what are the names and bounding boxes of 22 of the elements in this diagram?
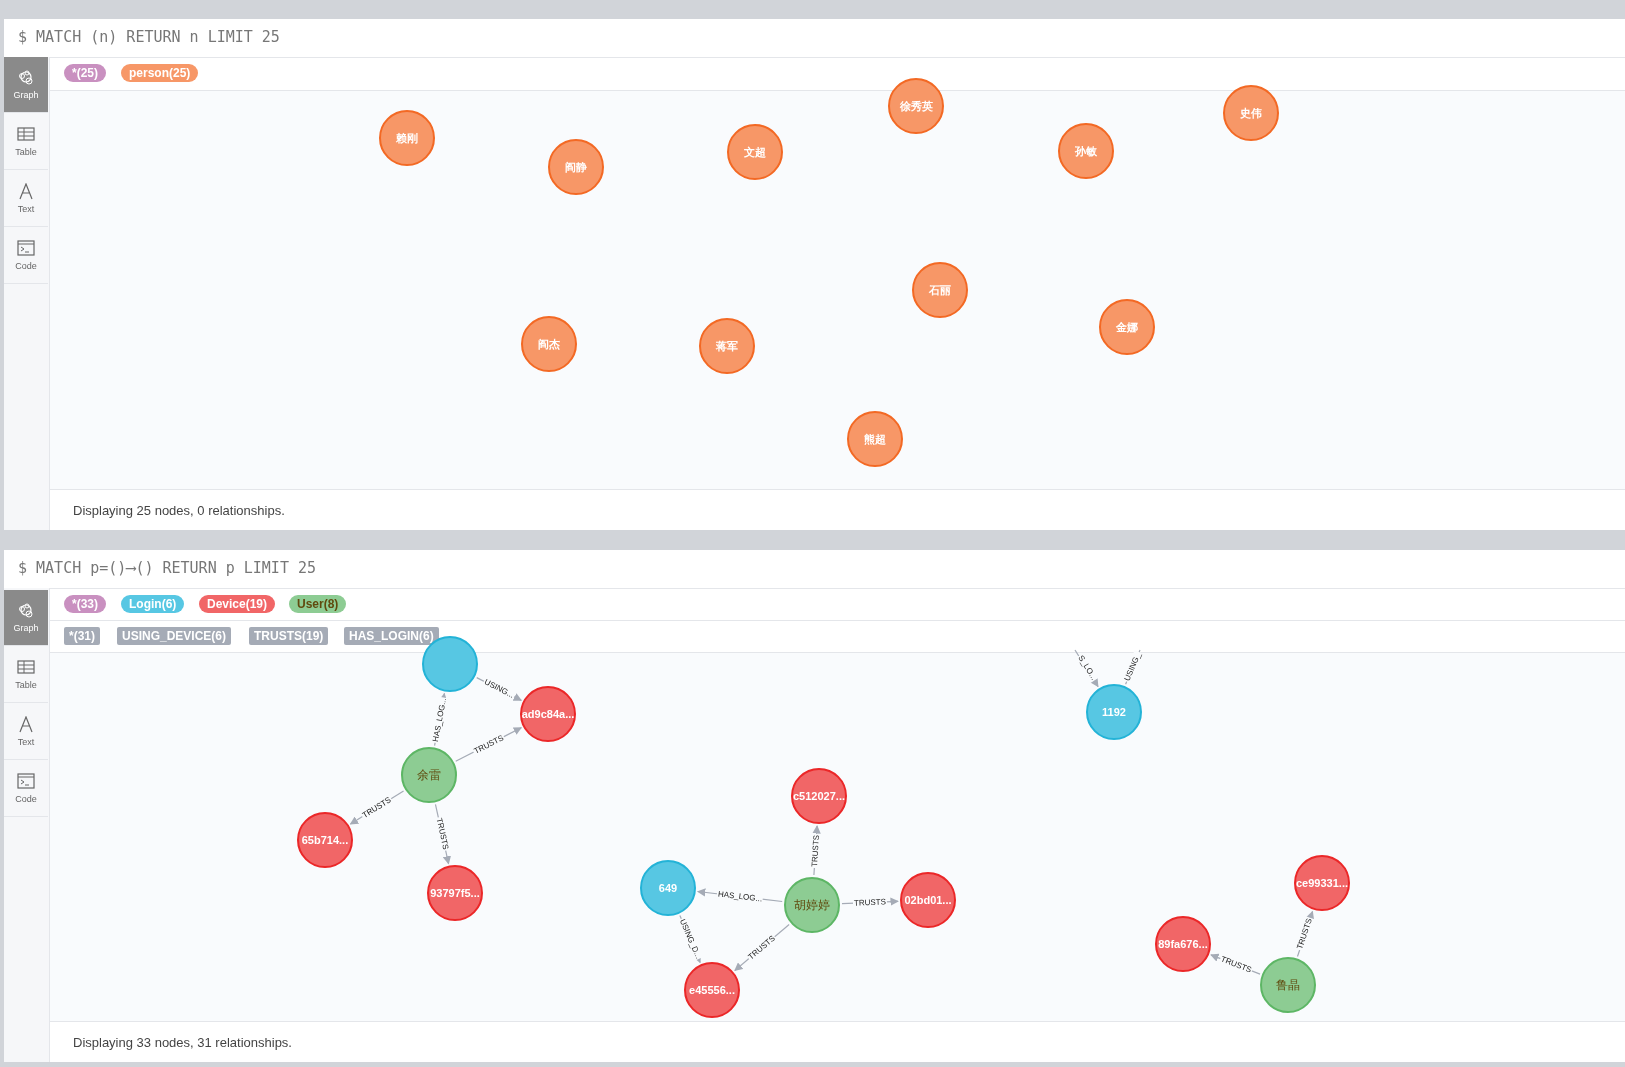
relationship-tag: *(31) xyxy=(64,627,100,645)
label-tag: Device(19) xyxy=(199,595,276,613)
label-tag: *(25) xyxy=(64,64,106,82)
status-text: Displaying 33 nodes, 31 relationships. xyxy=(73,1035,292,1050)
query-text: $ MATCH (n) RETURN n LIMIT 25 xyxy=(18,28,280,46)
code-tab: Code xyxy=(4,228,48,284)
text-tab: Text xyxy=(4,171,48,227)
code-tab: Code xyxy=(4,761,48,817)
label-tag: Login(6) xyxy=(121,595,185,613)
status-text: Displaying 25 nodes, 0 relationships. xyxy=(73,503,285,518)
label-tag: person(25) xyxy=(121,64,199,82)
text-tab: Text xyxy=(4,704,48,760)
graph-tab: Graph xyxy=(4,590,48,646)
relationship-tag: USING_DEVICE(6) xyxy=(117,627,232,645)
graph-tab: Graph xyxy=(4,57,48,113)
query-text: $ MATCH p=()⟶() RETURN p LIMIT 25 xyxy=(18,559,316,577)
relationship-tag: TRUSTS(19) xyxy=(249,627,329,645)
table-tab: Table xyxy=(4,114,48,170)
table-tab: Table xyxy=(4,647,48,703)
label-tag: *(33) xyxy=(64,595,106,613)
relationship-tag: HAS_LOGIN(6) xyxy=(344,627,439,645)
label-tag: User(8) xyxy=(289,595,347,613)
